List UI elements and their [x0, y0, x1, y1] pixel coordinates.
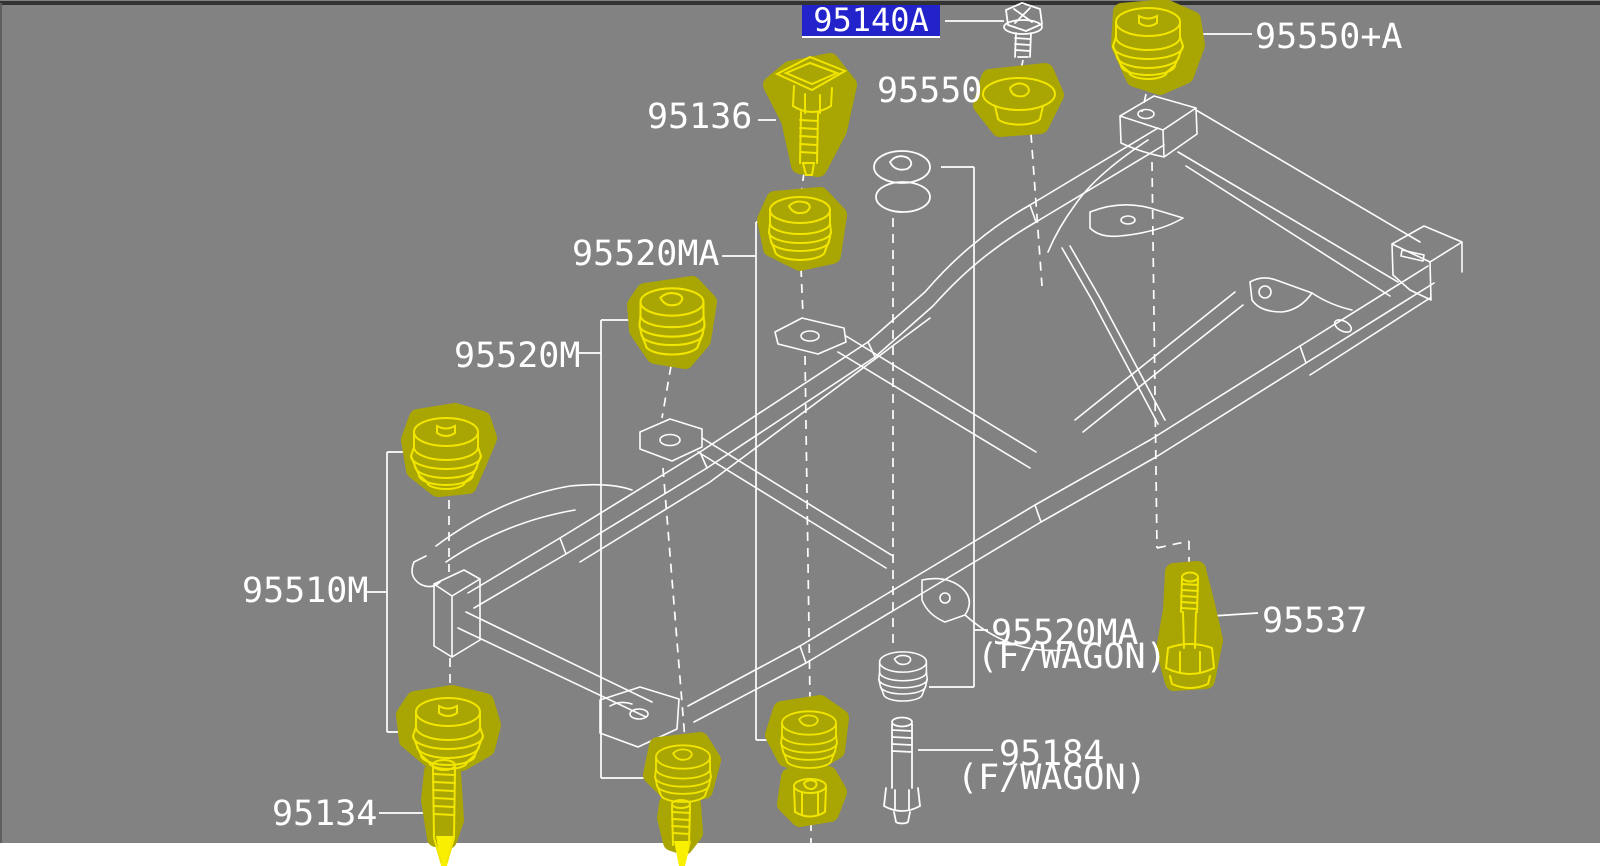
- selected-part-label-95140a[interactable]: 95140A: [802, 4, 940, 38]
- part-mid-right-nut[interactable]: [793, 778, 827, 818]
- page-margin: [0, 843, 1600, 866]
- part-label-95510m[interactable]: 95510M: [242, 571, 369, 611]
- part-label-95134[interactable]: 95134: [272, 794, 378, 834]
- part-95136-bolt[interactable]: [774, 55, 848, 176]
- assembly-centerlines: [448, 59, 1190, 858]
- part-label-95520ma-fwagon[interactable]: 95520MA: [991, 613, 1139, 653]
- part-95184-bolt[interactable]: [883, 716, 921, 825]
- part-95140a-bolt[interactable]: [1003, 2, 1043, 58]
- highlight-marks: [396, 0, 1223, 855]
- part-label-95136[interactable]: 95136: [647, 97, 753, 137]
- part-label-95184[interactable]: 95184: [999, 734, 1105, 774]
- part-95134-bolt[interactable]: [432, 759, 456, 863]
- part-label-95520m[interactable]: 95520M: [454, 336, 581, 376]
- part-label-95184-note: (F/WAGON): [957, 758, 1147, 798]
- part-label-95550-plus-a[interactable]: 95550+A: [1255, 17, 1403, 57]
- part-label-95520ma[interactable]: 95520MA: [572, 234, 720, 274]
- part-label-95520ma-fwagon-note: (F/WAGON): [977, 637, 1167, 677]
- part-fwagon-upper-bushing: [873, 150, 931, 213]
- part-95550-bushing[interactable]: [982, 77, 1056, 126]
- part-label-95550[interactable]: 95550: [877, 71, 983, 111]
- part-lower-center-bolt[interactable]: [671, 799, 691, 846]
- chassis-frame-drawing: [411, 95, 1463, 748]
- part-95537-bolt[interactable]: [1165, 571, 1215, 689]
- part-label-95537[interactable]: 95537: [1262, 601, 1368, 641]
